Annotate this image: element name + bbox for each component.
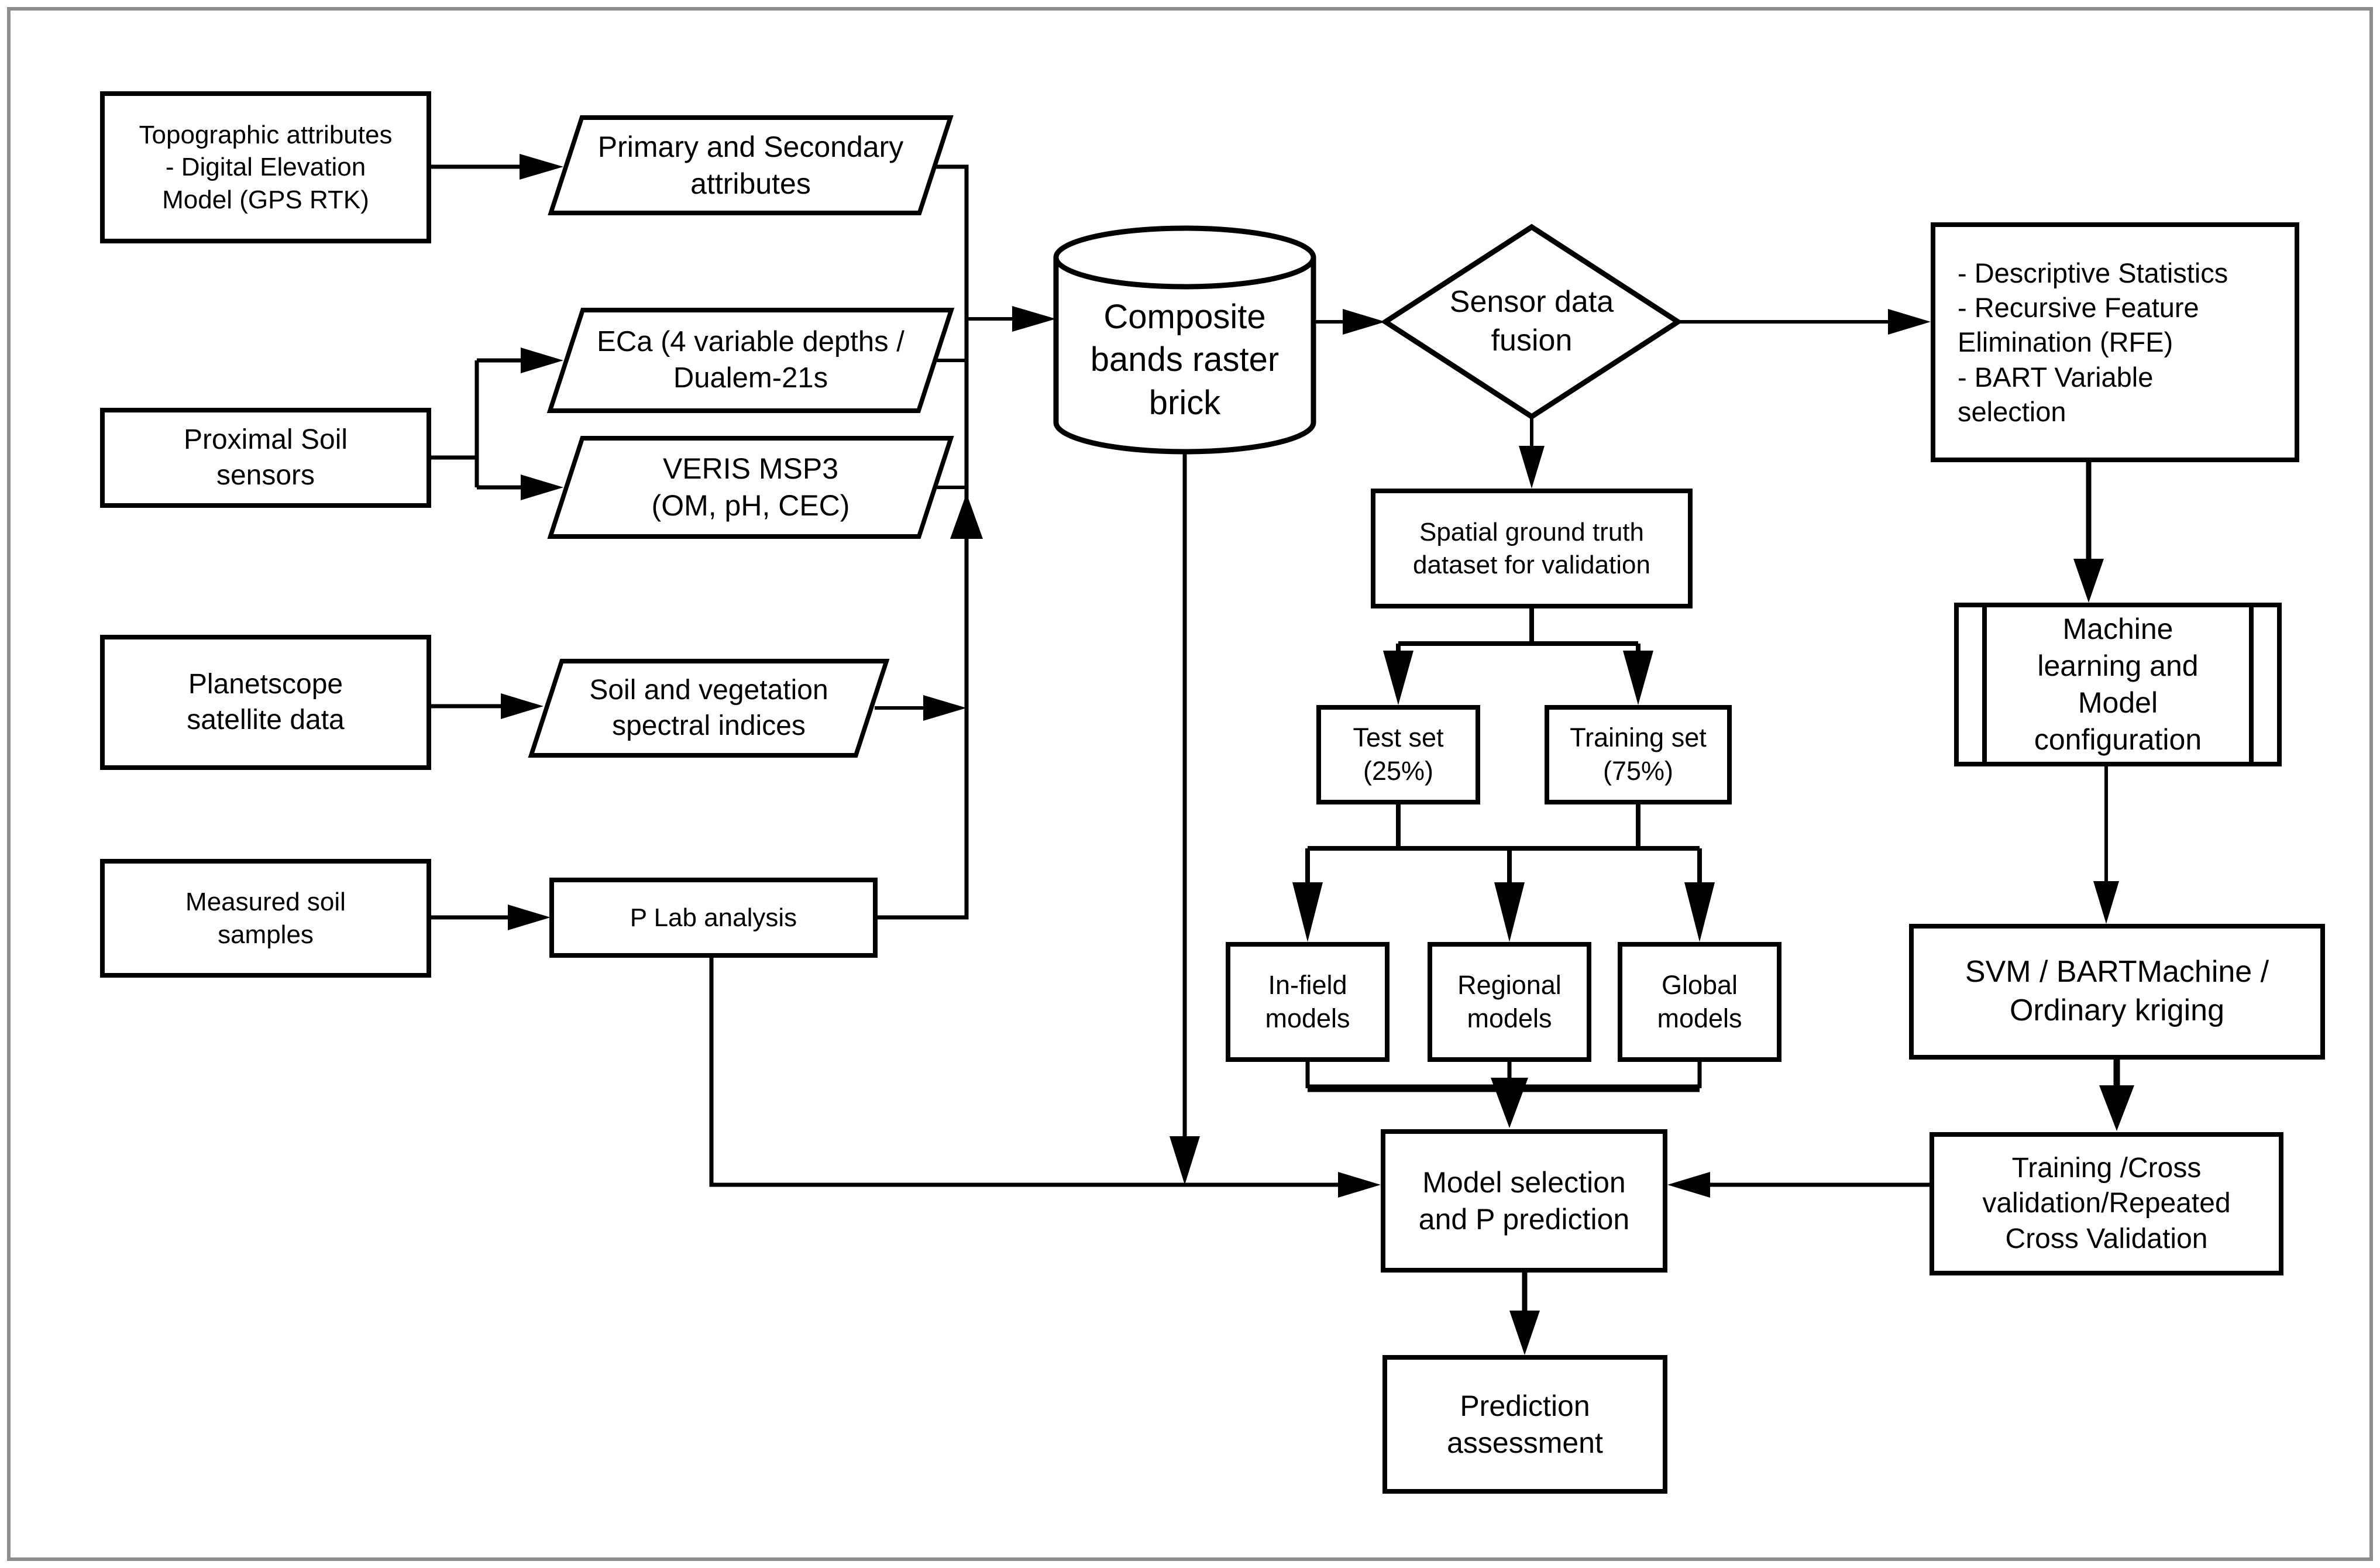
- node-model-selection: Model selection and P prediction: [1381, 1129, 1667, 1273]
- decision-diamond-shape: [1380, 223, 1683, 420]
- node-primary-secondary-attributes: Primary and Secondary attributes: [546, 115, 955, 215]
- node-proximal-soil-sensors: Proximal Soil sensors: [100, 408, 431, 508]
- node-measured-soil-samples: Measured soil samples: [100, 859, 431, 978]
- node-training-set: Training set (75%): [1545, 705, 1732, 804]
- node-test-set: Test set (25%): [1316, 705, 1480, 804]
- node-veris-msp3: VERIS MSP3 (OM, pH, CEC): [546, 436, 955, 539]
- node-eca: ECa (4 variable depths / Dualem-21s: [546, 308, 955, 413]
- node-composite-raster-brick: Composite bands raster brick: [1090, 298, 1280, 422]
- node-feature-selection-methods: - Descriptive Statistics - Recursive Fea…: [1931, 222, 2299, 462]
- node-topographic-attributes: Topographic attributes - Digital Elevati…: [100, 91, 431, 243]
- node-regional-models: Regional models: [1428, 942, 1591, 1062]
- database-cylinder-shape: [1053, 225, 1316, 455]
- node-spatial-ground-truth: Spatial ground truth dataset for validat…: [1371, 489, 1693, 608]
- node-prediction-assessment: Prediction assessment: [1382, 1355, 1667, 1494]
- node-soil-vegetation-indices: Soil and vegetation spectral indices: [527, 659, 891, 758]
- node-p-lab-analysis: P Lab analysis: [549, 878, 878, 958]
- arrowheads: [501, 154, 2134, 1355]
- node-sensor-data-fusion: Sensor data fusion: [1449, 285, 1614, 357]
- node-global-models: Global models: [1618, 942, 1781, 1062]
- node-svm-bart-kriging: SVM / BARTMachine / Ordinary kriging: [1909, 924, 2325, 1060]
- node-cross-validation: Training /Cross validation/Repeated Cros…: [1930, 1132, 2283, 1275]
- node-planetscope: Planetscope satellite data: [100, 635, 431, 770]
- predefined-process-bar: [1982, 607, 1987, 762]
- node-machine-learning-config: Machine learning and Model configuration: [1954, 603, 2282, 766]
- predefined-process-bar: [2249, 607, 2254, 762]
- node-infield-models: In-field models: [1226, 942, 1390, 1062]
